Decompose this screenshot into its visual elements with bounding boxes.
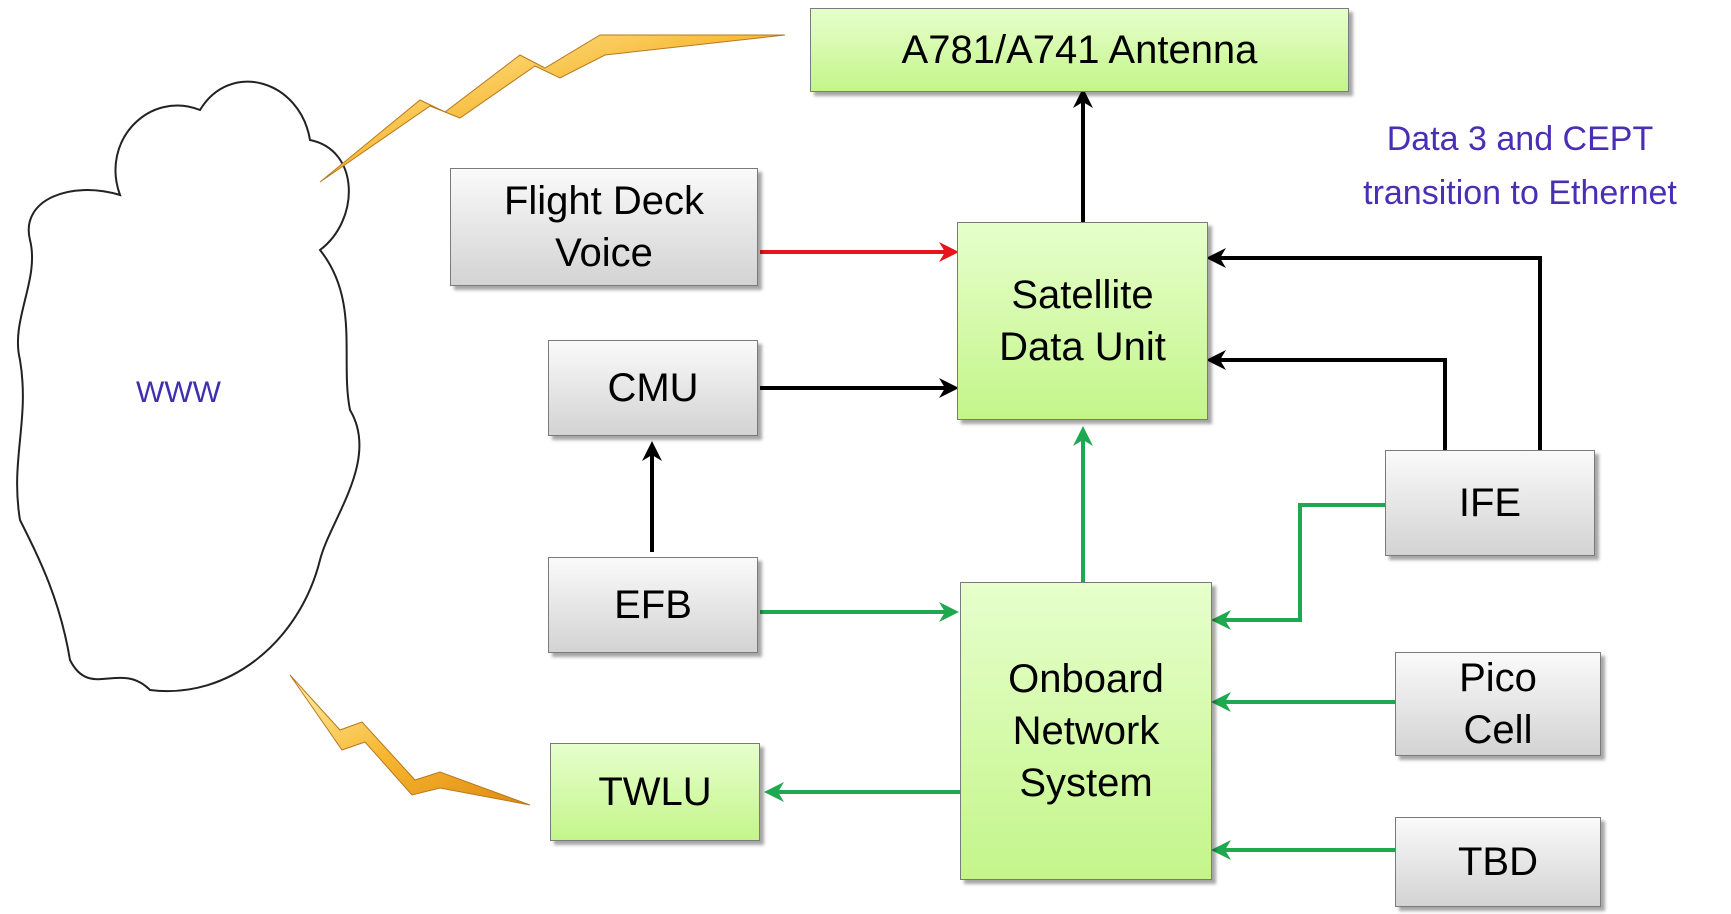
twlu-box: TWLU [550, 743, 760, 841]
onboard-network-system-box: Onboard Network System [960, 582, 1212, 880]
pico-cell-box: Pico Cell [1395, 652, 1601, 756]
satellite-data-unit-box: Satellite Data Unit [957, 222, 1208, 420]
lightning-bolt-icon [289, 674, 531, 806]
ethernet-transition-note: Data 3 and CEPT transition to Ethernet [1363, 120, 1677, 213]
arrow-ife-to-sdu-lower [1206, 350, 1447, 450]
ife-box: IFE [1385, 450, 1595, 556]
lightning-bolt-icon [319, 34, 786, 183]
flight-deck-voice-box: Flight Deck Voice [450, 168, 758, 286]
cmu-box: CMU [548, 340, 758, 436]
tbd-box: TBD [1395, 817, 1601, 907]
arrow-ife-to-ons [1211, 503, 1385, 630]
cloud-label: WWW [136, 376, 221, 409]
antenna-box: A781/A741 Antenna [810, 8, 1349, 92]
efb-box: EFB [548, 557, 758, 653]
arrow-ife-to-sdu-upper [1206, 248, 1542, 450]
cloud-icon [16, 80, 361, 693]
